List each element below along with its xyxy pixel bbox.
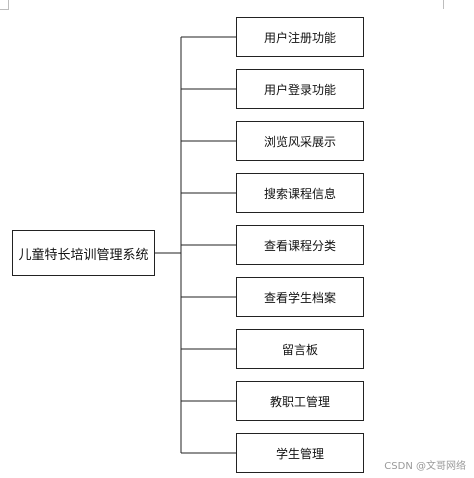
root-node: 儿童特长培训管理系统 bbox=[12, 230, 155, 276]
child-node-search-courses: 搜索课程信息 bbox=[236, 173, 364, 213]
child-node-user-login: 用户登录功能 bbox=[236, 69, 364, 109]
child-node-student-management: 学生管理 bbox=[236, 433, 364, 473]
child-node-staff-management: 教职工管理 bbox=[236, 381, 364, 421]
child-node-browse-showcase: 浏览风采展示 bbox=[236, 121, 364, 161]
child-node-student-records: 查看学生档案 bbox=[236, 277, 364, 317]
child-node-user-register: 用户注册功能 bbox=[236, 17, 364, 57]
child-node-message-board: 留言板 bbox=[236, 329, 364, 369]
page-corner-mark-left bbox=[0, 0, 9, 10]
child-node-course-categories: 查看课程分类 bbox=[236, 225, 364, 265]
page-corner-mark-right bbox=[443, 0, 474, 9]
csdn-watermark: CSDN @文哥网络 bbox=[384, 461, 466, 472]
